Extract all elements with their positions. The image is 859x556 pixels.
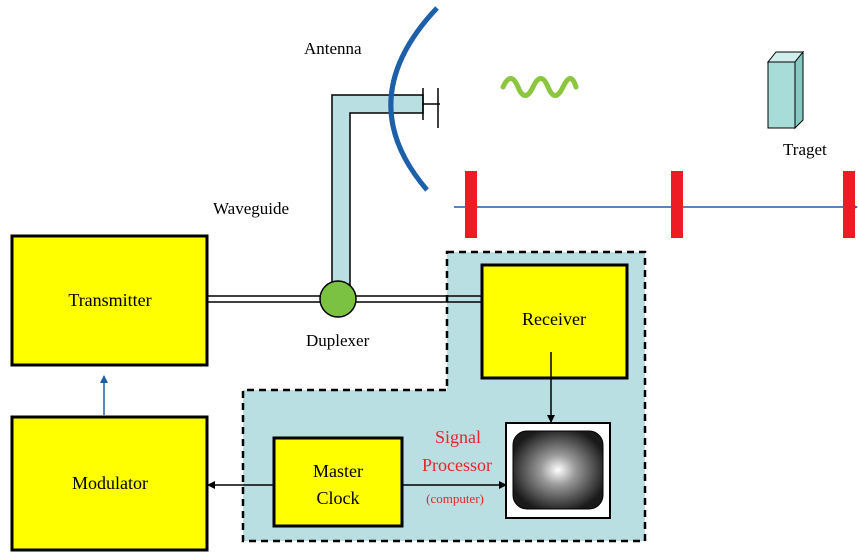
rx-line bbox=[356, 295, 482, 303]
antenna-dish bbox=[388, 6, 439, 192]
duplexer-label: Duplexer bbox=[306, 331, 370, 350]
master-clock-label-line1: Master bbox=[313, 461, 363, 481]
display-screen bbox=[512, 430, 604, 510]
radio-wave-icon bbox=[500, 76, 579, 98]
receiver-label: Receiver bbox=[522, 309, 586, 329]
tx-line bbox=[207, 295, 322, 303]
antenna-label: Antenna bbox=[304, 39, 362, 58]
modulator-label: Modulator bbox=[72, 473, 148, 493]
waveguide-label: Waveguide bbox=[213, 199, 289, 218]
pulse-3 bbox=[843, 171, 855, 238]
antenna-feed bbox=[422, 88, 440, 128]
transmitter-label: Transmitter bbox=[68, 290, 151, 310]
pulse-2 bbox=[671, 171, 683, 238]
receiver-block bbox=[480, 263, 629, 380]
transmitter-block bbox=[10, 234, 209, 367]
waveguide bbox=[331, 94, 424, 297]
target-box bbox=[766, 50, 805, 130]
computer-label: (computer) bbox=[426, 491, 484, 506]
master-clock-label-line2: Clock bbox=[317, 488, 360, 508]
master-clock-block bbox=[272, 436, 404, 528]
signal-processor-label-line1: Signal bbox=[435, 427, 481, 447]
signal-processor-label-line2: Processor bbox=[422, 455, 492, 475]
pulse-1 bbox=[465, 171, 477, 238]
target-label: Traget bbox=[783, 140, 827, 159]
duplexer-circle bbox=[319, 280, 357, 318]
